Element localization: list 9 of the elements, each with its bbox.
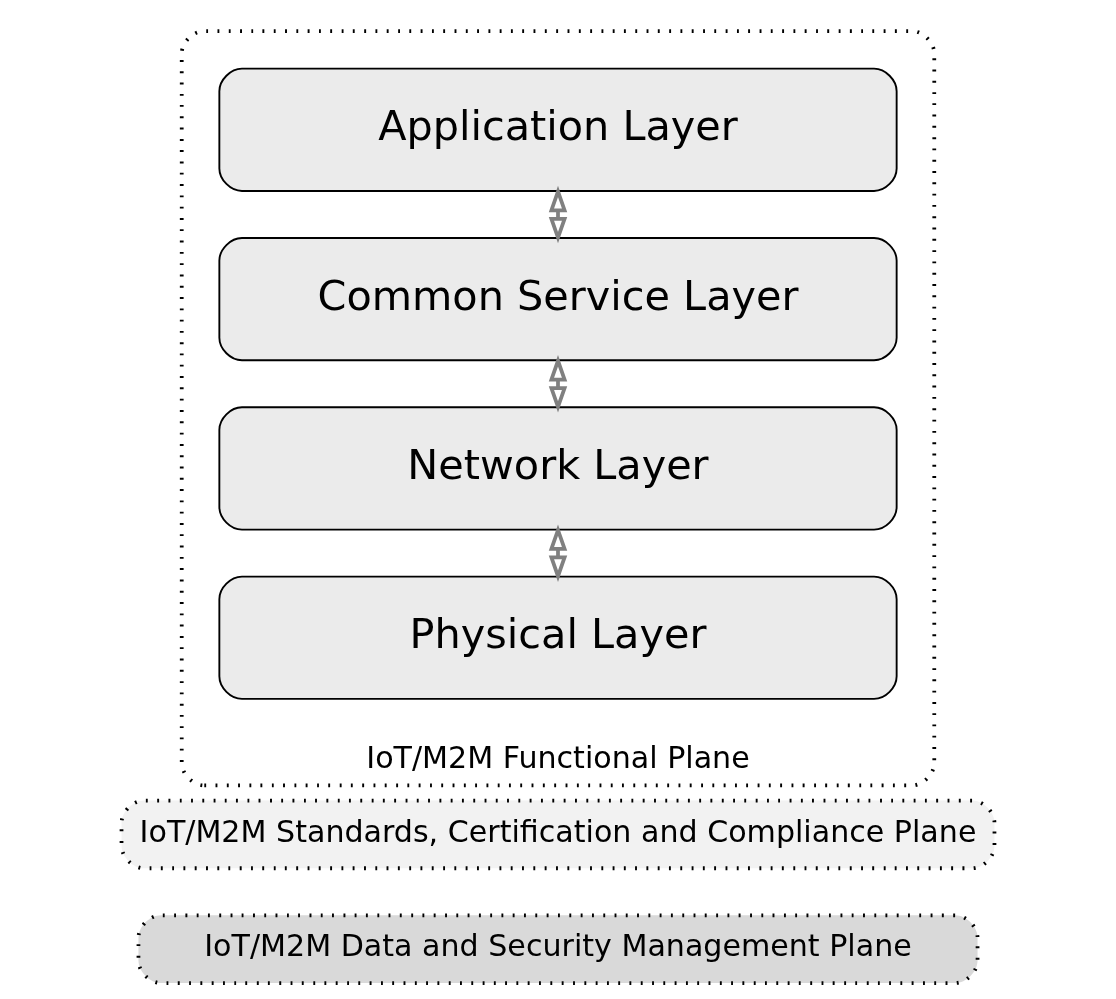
arrow — [548, 524, 568, 582]
node-box: Physical Layer — [218, 575, 898, 700]
arrow — [548, 355, 568, 413]
node-box: IoT/M2M Data and Security Management Plane — [136, 913, 980, 985]
node-box: Network Layer — [218, 406, 898, 531]
node-box: Application Layer — [218, 67, 898, 192]
node-box: IoT/M2M Standards, Certification and Compliance Plane — [119, 798, 997, 871]
node-box: Common Service Layer — [218, 237, 898, 362]
arrow — [548, 185, 568, 244]
